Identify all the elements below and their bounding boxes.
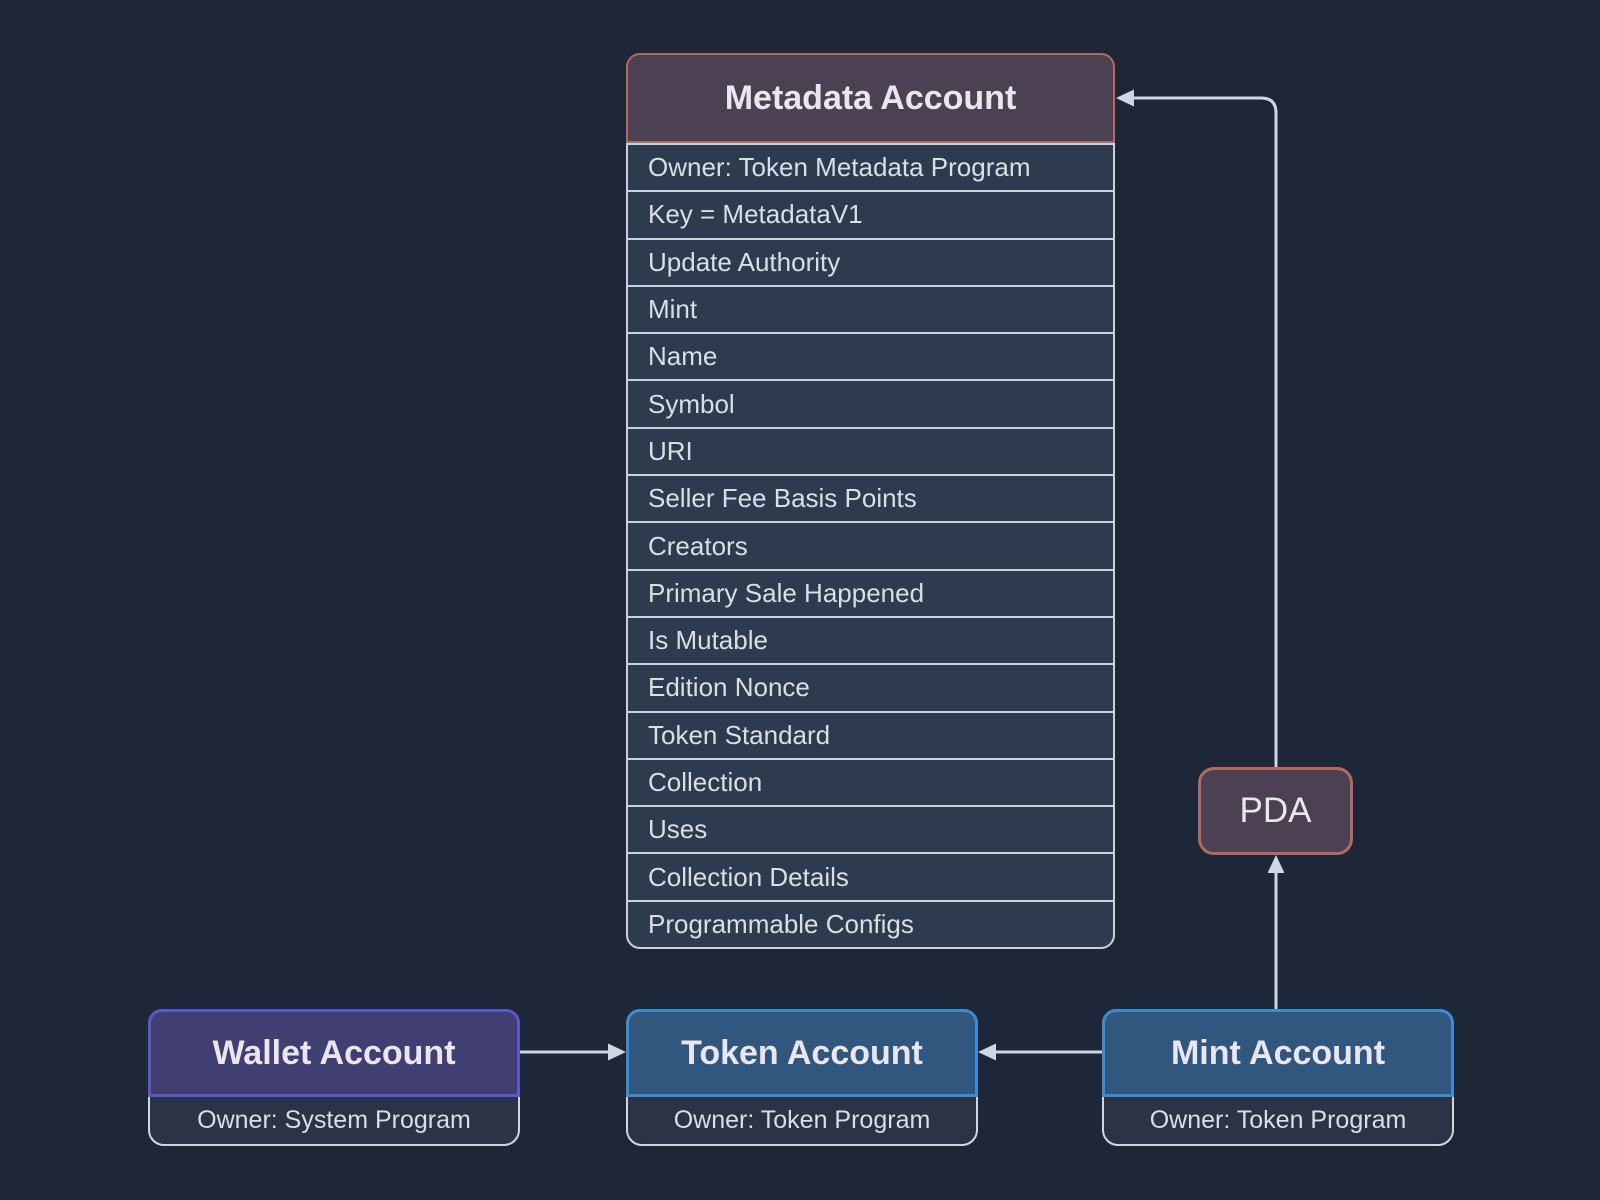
metadata-field-row: Edition Nonce (626, 663, 1115, 713)
mint-account-box: Mint Account Owner: Token Program (1102, 1009, 1454, 1146)
arrowhead-into-metadata-icon (1116, 89, 1134, 107)
metadata-field-row: Collection (626, 757, 1115, 808)
wallet-account-owner: Owner: System Program (197, 1106, 471, 1134)
metadata-field-row: Seller Fee Basis Points (626, 474, 1115, 524)
metadata-field-row: Is Mutable (626, 615, 1115, 666)
metadata-field-row: Collection Details (626, 852, 1115, 902)
metadata-account-fields: Owner: Token Metadata Program Key = Meta… (626, 143, 1115, 950)
metadata-account-title: Metadata Account (626, 53, 1115, 143)
metadata-field-row: Key = MetadataV1 (626, 190, 1115, 240)
metadata-field-row: Uses (626, 805, 1115, 855)
metadata-field-row: Name (626, 332, 1115, 382)
token-account-title: Token Account (626, 1009, 978, 1097)
arrowhead-into-pda-icon (1267, 855, 1285, 873)
metadata-field-row: URI (626, 426, 1115, 477)
metadata-account-box: Metadata Account Owner: Token Metadata P… (626, 53, 1115, 950)
connector-pda-to-metadata (1128, 96, 1278, 769)
mint-account-title: Mint Account (1102, 1009, 1454, 1097)
pda-box: PDA (1198, 767, 1353, 855)
metadata-field-row: Mint (626, 284, 1115, 335)
metadata-field-row: Update Authority (626, 237, 1115, 287)
arrowhead-into-token-right-icon (978, 1043, 996, 1061)
metadata-field-row: Symbol (626, 379, 1115, 429)
metadata-field-row: Owner: Token Metadata Program (626, 143, 1115, 193)
token-account-owner: Owner: Token Program (673, 1106, 931, 1134)
wallet-account-title: Wallet Account (148, 1009, 520, 1097)
metadata-field-row: Programmable Configs (626, 899, 1115, 950)
pda-label: PDA (1239, 791, 1312, 830)
token-account-box: Token Account Owner: Token Program (626, 1009, 978, 1146)
metadata-field-row: Creators (626, 521, 1115, 571)
wallet-account-box: Wallet Account Owner: System Program (148, 1009, 520, 1146)
metadata-field-row: Token Standard (626, 710, 1115, 760)
metadata-field-row: Primary Sale Happened (626, 568, 1115, 618)
arrowhead-into-token-left-icon (608, 1043, 626, 1061)
mint-account-owner: Owner: Token Program (1149, 1106, 1407, 1134)
